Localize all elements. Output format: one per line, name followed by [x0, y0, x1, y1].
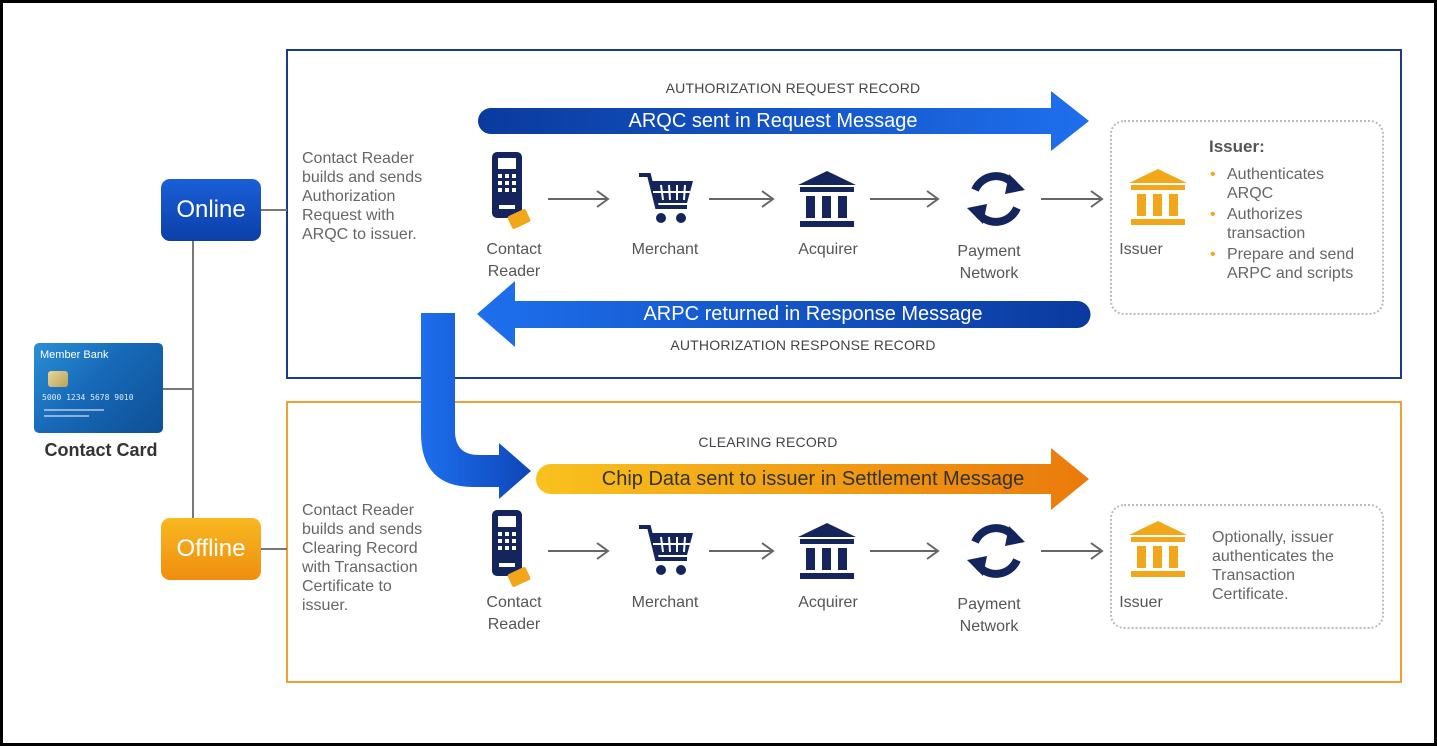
shopping-cart-icon: [639, 173, 693, 223]
offline-mode-badge: Offline: [161, 518, 261, 580]
issuer-bullet-list: •Authenticates ARQC •Authorizes transact…: [1210, 165, 1370, 285]
online-issuer-label: Issuer: [1119, 241, 1163, 258]
card-stripe: [44, 409, 104, 411]
online-network-label: Payment Network: [929, 241, 1049, 285]
offline-issuer-note: Optionally, issuer authenticates the Tra…: [1212, 529, 1334, 603]
issuer-bullet-item: •Prepare and send ARPC and scripts: [1210, 246, 1355, 282]
online-network-label-line1: Payment: [957, 243, 1021, 260]
issuer-bank-icon: [1129, 169, 1187, 225]
card-chip: [48, 371, 68, 387]
connector-card: [163, 388, 193, 390]
card-number: 5000 1234 5678 9010: [42, 393, 134, 402]
issuer-bullet-item: •Authorizes transaction: [1210, 206, 1306, 242]
connector-online: [261, 209, 287, 211]
online-mode-badge: Online: [161, 179, 261, 241]
online-panel: [286, 49, 1402, 379]
online-reader-label-line1: Contact: [486, 241, 542, 258]
clearing-record-label: CLEARING RECORD: [698, 434, 838, 450]
offline-network-label-line1: Payment: [957, 596, 1021, 613]
offline-network-label-line2: Network: [959, 618, 1019, 635]
connector-vertical: [192, 241, 194, 518]
offline-panel: [286, 401, 1402, 683]
request-arrow: [478, 91, 1089, 151]
issuer-title: Issuer:: [1209, 137, 1265, 156]
bank-icon: [798, 523, 856, 579]
request-arrow-text: ARQC sent in Request Message: [628, 110, 918, 132]
response-arrow: [477, 281, 1091, 347]
offline-issuer-label: Issuer: [1119, 594, 1163, 611]
issuer-bullet-item: •Authenticates ARQC: [1210, 166, 1324, 202]
online-issuer-box: [1110, 120, 1384, 315]
contact-card-image: Member Bank 5000 1234 5678 9010: [34, 343, 163, 433]
sync-icon: [967, 524, 1025, 578]
offline-reader-label-line1: Contact: [486, 594, 542, 611]
card-caption: Contact Card: [44, 440, 158, 460]
authorization-response-record-label: AUTHORIZATION RESPONSE RECORD: [670, 337, 936, 353]
authorization-request-record-label: AUTHORIZATION REQUEST RECORD: [665, 80, 921, 96]
online-reader-label: Contact Reader: [454, 239, 574, 283]
offline-merchant-label: Merchant: [631, 594, 699, 611]
offline-acquirer-label: Acquirer: [798, 594, 858, 611]
online-small-arrows: [548, 190, 1104, 560]
issuer-bank-icon: [1129, 521, 1187, 577]
offline-reader-label: Contact Reader: [454, 592, 574, 636]
card-stripe: [44, 415, 89, 417]
card-reader-icon: [492, 152, 531, 229]
card-reader-icon: [492, 510, 531, 587]
offline-issuer-box: [1110, 504, 1384, 629]
card-bank-name: Member Bank: [40, 349, 109, 361]
online-network-label-line2: Network: [959, 265, 1019, 282]
online-reader-label-line2: Reader: [487, 263, 541, 280]
shopping-cart-icon: [639, 525, 693, 575]
offline-description: Contact Reader builds and sends Clearing…: [302, 502, 423, 614]
sync-icon: [967, 172, 1025, 226]
settlement-arrow: [536, 448, 1089, 510]
online-merchant-label: Merchant: [631, 241, 699, 258]
online-description: Contact Reader builds and sends Authoriz…: [302, 150, 423, 243]
response-arrow-text: ARPC returned in Response Message: [643, 303, 983, 325]
curved-down-arrow: [421, 313, 531, 499]
settlement-arrow-text: Chip Data sent to issuer in Settlement M…: [601, 468, 1025, 490]
offline-reader-label-line2: Reader: [487, 616, 541, 633]
bank-icon: [798, 171, 856, 227]
connector-offline: [261, 548, 287, 550]
online-acquirer-label: Acquirer: [798, 241, 858, 258]
offline-network-label: Payment Network: [929, 594, 1049, 638]
flow-arrows: [421, 91, 1091, 510]
